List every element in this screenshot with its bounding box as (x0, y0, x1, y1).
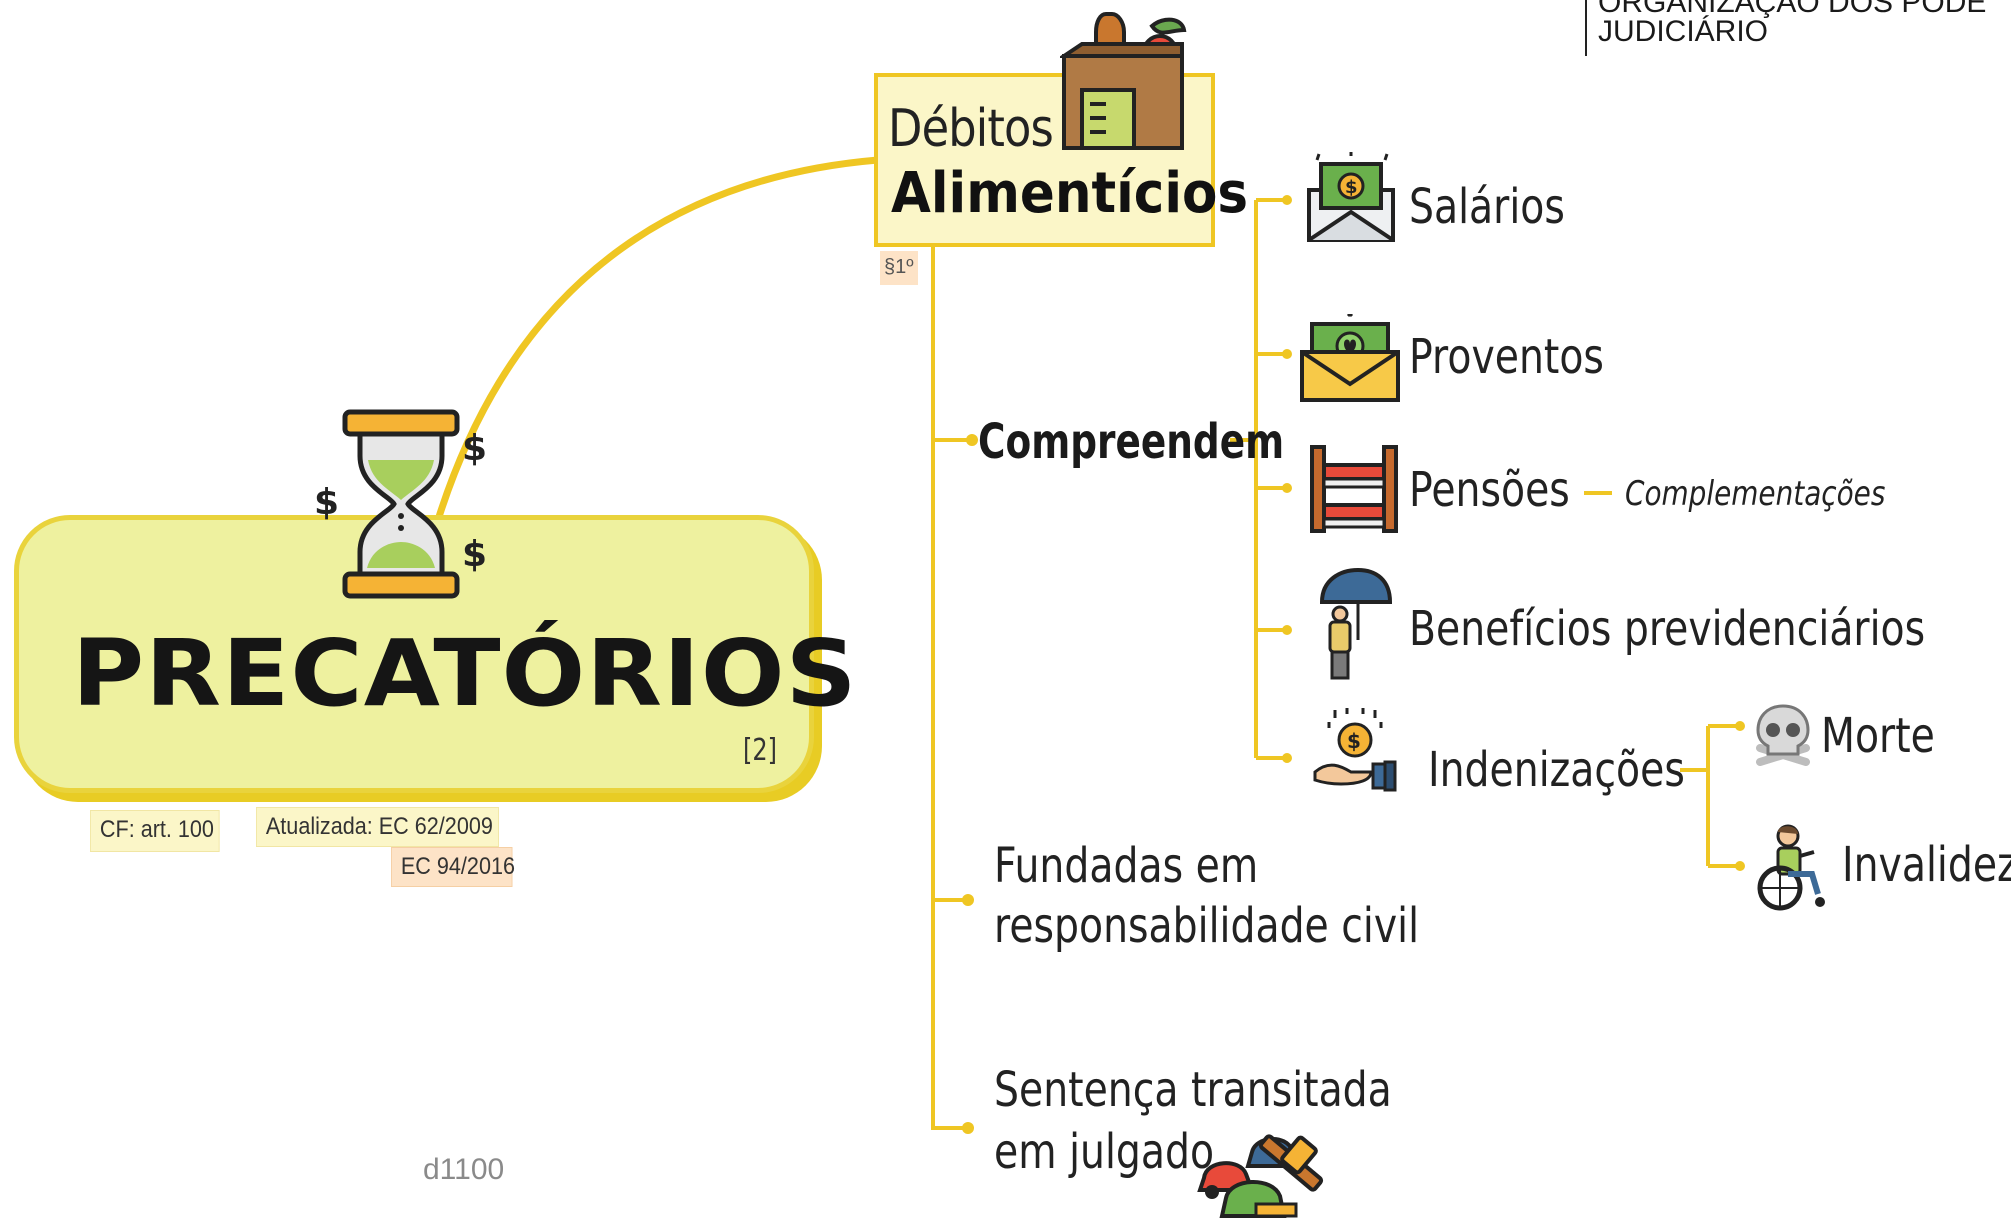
item-indenizacoes[interactable]: Indenizações (1428, 742, 1685, 798)
umbrella-person-icon (1319, 567, 1392, 680)
branch-sentenca-line2[interactable]: em julgado (994, 1124, 1215, 1180)
salary-envelope-icon: $ (1307, 152, 1395, 242)
header-title-line1: ORGANIZAÇÃO DOS PODE (1598, 0, 1987, 19)
paragraph-tag: §1º (880, 251, 918, 285)
item-pensoes[interactable]: Pensões (1409, 462, 1570, 518)
item-proventos[interactable]: Proventos (1409, 329, 1604, 385)
legal-reference-tag: CF: art. 100 (90, 810, 220, 852)
central-reference: [2] (743, 733, 777, 768)
money-hand-icon: $ (1313, 708, 1397, 792)
central-title: PRECATÓRIOS (72, 620, 858, 727)
benefits-envelope-icon (1300, 314, 1400, 402)
hourglass-icon: $ $ $ (314, 409, 487, 599)
central-to-main-link (434, 156, 879, 522)
item-complementacoes[interactable]: Complementações (1625, 474, 1886, 514)
item-invalidez[interactable]: Invalidez (1842, 837, 2011, 893)
amendment-tag-2: EC 94/2016 (391, 847, 515, 887)
branch-fundadas-line2[interactable]: responsabilidade civil (994, 898, 1420, 954)
branch-fundadas-line1[interactable]: Fundadas em (994, 838, 1259, 894)
branch-compreendem[interactable]: Compreendem (978, 414, 1285, 470)
svg-text:$: $ (462, 428, 487, 469)
item-salarios[interactable]: Salários (1409, 179, 1565, 235)
header-title-line2: JUDICIÁRIO (1598, 15, 1769, 48)
skull-icon (1756, 704, 1810, 766)
item-morte[interactable]: Morte (1821, 708, 1935, 764)
branch-sentenca-line1[interactable]: Sentença transitada (994, 1062, 1392, 1118)
grocery-bag-icon (1060, 12, 1187, 150)
svg-text:$: $ (1347, 729, 1361, 753)
header-divider (1585, 0, 1587, 56)
bunk-bed-icon (1310, 445, 1398, 533)
amendment-tag: Atualizada: EC 62/2009 (256, 807, 499, 847)
svg-text:$: $ (1345, 177, 1358, 198)
watermark-id: d1100 (423, 1153, 505, 1186)
main-topic-line1: Débitos (888, 99, 1054, 159)
svg-text:$: $ (462, 534, 487, 575)
wheelchair-icon (1757, 824, 1825, 911)
item-beneficios[interactable]: Benefícios previdenciários (1409, 601, 1926, 657)
main-topic-line2: Alimentícios (891, 161, 1249, 226)
svg-text:$: $ (314, 482, 339, 523)
cars-gavel-icon (1197, 1134, 1324, 1218)
